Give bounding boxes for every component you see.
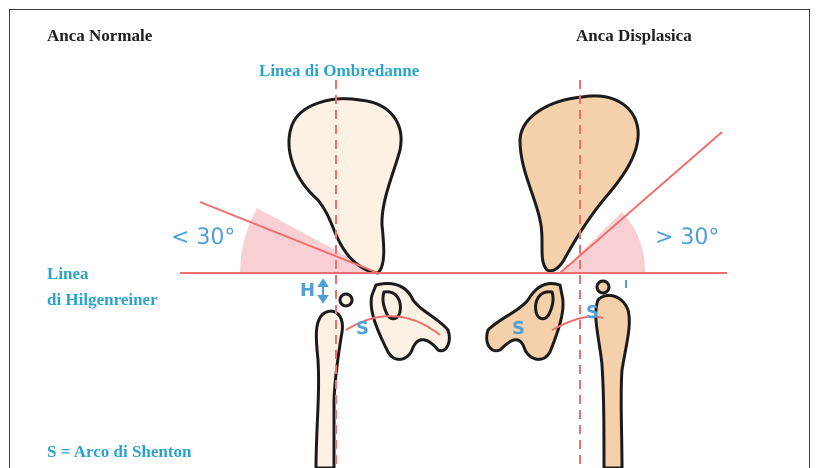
normal-hip-label: Anca Normale [47,26,152,46]
dysplastic-hip-bones [487,96,638,468]
dysplastic-hip-label: Anca Displasica [576,26,692,46]
hilgenreiner-label-line2: di Hilgenreiner [47,290,158,310]
shenton-mark-center: S [512,318,525,339]
dysplastic-femur [596,295,630,468]
h-mark: H [300,280,315,301]
dysplastic-femoral-head [597,281,609,293]
hilgenreiner-label-line1: Linea [47,264,89,284]
h-distance-arrow [319,280,327,302]
shenton-mark-left: S [356,318,369,339]
ombredanne-line-label: Linea di Ombredanne [259,61,419,81]
shenton-legend: S = Arco di Shenton [47,442,191,462]
shenton-mark-right: S [586,302,599,323]
angle-left-label: < 30° [171,225,235,250]
normal-femur [316,311,342,468]
normal-femoral-head [340,294,352,306]
angle-right-label: > 30° [655,225,719,250]
